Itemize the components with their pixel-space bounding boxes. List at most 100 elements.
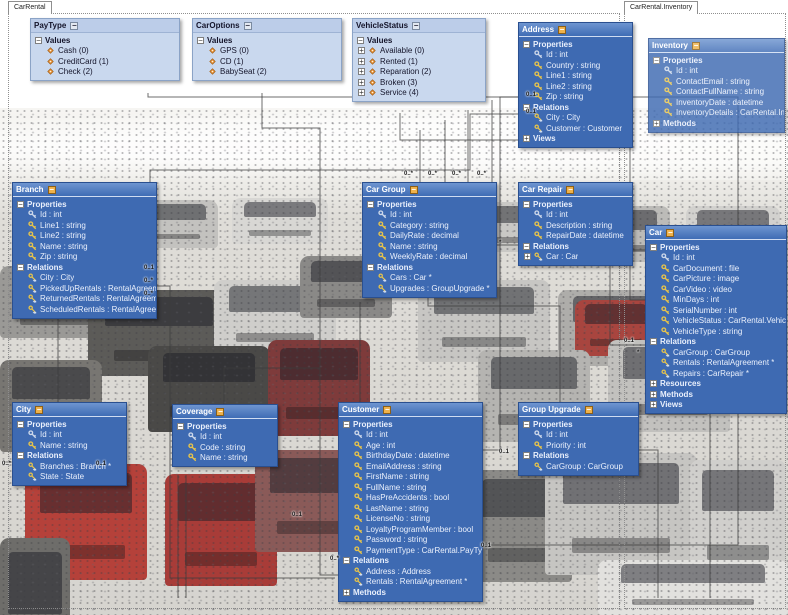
section-properties[interactable]: −Properties: [519, 39, 632, 50]
property-row[interactable]: Code : string: [173, 442, 277, 453]
collapse-icon[interactable]: −: [70, 20, 79, 30]
property-row[interactable]: Name : string: [363, 241, 496, 252]
relation-row[interactable]: Rentals : RentalAgreement *: [646, 358, 786, 369]
relation-row[interactable]: Branches : Branch *: [13, 461, 126, 472]
entity-city-header[interactable]: City−: [13, 403, 126, 417]
collapse-icon[interactable]: −: [17, 262, 24, 272]
expand-icon[interactable]: +: [524, 252, 531, 262]
property-row[interactable]: Password : string: [339, 535, 482, 546]
property-row[interactable]: Id : int: [646, 253, 786, 264]
entity-customer-header[interactable]: Customer−: [339, 403, 482, 417]
section-relations[interactable]: −Relations: [519, 451, 638, 462]
property-row[interactable]: VehicleType : string: [646, 326, 786, 337]
entity-branch-header[interactable]: Branch−: [13, 183, 156, 197]
collapse-icon[interactable]: −: [523, 419, 530, 429]
collapse-icon[interactable]: −: [383, 404, 392, 414]
property-row[interactable]: LoyaltyProgramMember : bool: [339, 524, 482, 535]
expand-icon[interactable]: +: [358, 56, 365, 66]
section-relations[interactable]: −Relations: [363, 262, 496, 273]
section-properties[interactable]: −Properties: [646, 242, 786, 253]
property-row[interactable]: Line1 : string: [519, 71, 632, 82]
property-row[interactable]: LastName : string: [339, 503, 482, 514]
property-row[interactable]: Id : int: [519, 210, 632, 221]
relation-row[interactable]: PickedUpRentals : RentalAgreement *: [13, 283, 156, 294]
expand-icon[interactable]: +: [358, 46, 365, 56]
collapse-icon[interactable]: −: [343, 419, 350, 429]
property-row[interactable]: SerialNumber : int: [646, 305, 786, 316]
property-row[interactable]: Age : int: [339, 440, 482, 451]
collapse-icon[interactable]: −: [523, 451, 530, 461]
collapse-icon[interactable]: −: [409, 184, 418, 194]
relation-row[interactable]: State : State: [13, 472, 126, 483]
expand-icon[interactable]: +: [650, 400, 657, 410]
enum-member-row[interactable]: +Service (4): [353, 88, 485, 99]
property-row[interactable]: VehicleStatus : CarRental.VehicleStatus: [646, 316, 786, 327]
section-methods-collapsed[interactable]: +Methods: [649, 118, 784, 129]
entity-groupupgrade-header[interactable]: Group Upgrade−: [519, 403, 638, 417]
entity-carrepair-header[interactable]: Car Repair−: [519, 183, 632, 197]
expand-icon[interactable]: +: [650, 389, 657, 399]
property-row[interactable]: Country : string: [519, 60, 632, 71]
relation-row[interactable]: ScheduledRentals : RentalAgreement *: [13, 304, 156, 315]
expand-icon[interactable]: +: [358, 88, 365, 98]
section-values[interactable]: −Values: [193, 35, 341, 46]
collapse-icon[interactable]: −: [523, 102, 530, 112]
collapse-icon[interactable]: −: [650, 242, 657, 252]
enum-member-row[interactable]: BabySeat (2): [193, 67, 341, 78]
relation-row[interactable]: Customer : Customer: [519, 123, 632, 134]
property-row[interactable]: CarPicture : image: [646, 274, 786, 285]
collapse-icon[interactable]: −: [523, 199, 530, 209]
enum-member-row[interactable]: Check (2): [31, 67, 179, 78]
collapse-icon[interactable]: −: [584, 404, 593, 414]
section-relations[interactable]: −Relations: [646, 337, 786, 348]
section-relations[interactable]: −Relations: [519, 241, 632, 252]
enum-member-row[interactable]: +Rented (1): [353, 56, 485, 67]
relation-row[interactable]: City : City: [13, 273, 156, 284]
section-properties[interactable]: −Properties: [649, 55, 784, 66]
collapse-icon[interactable]: −: [666, 227, 675, 237]
property-row[interactable]: Id : int: [173, 432, 277, 443]
collapse-icon[interactable]: −: [35, 35, 42, 45]
relation-row[interactable]: ReturnedRentals : RentalAgreement *: [13, 294, 156, 305]
entity-car-header[interactable]: Car−: [646, 226, 786, 240]
property-row[interactable]: Id : int: [519, 430, 638, 441]
entity-inventory-header[interactable]: Inventory−: [649, 39, 784, 53]
collapse-icon[interactable]: −: [17, 199, 24, 209]
collapse-icon[interactable]: −: [35, 404, 44, 414]
property-row[interactable]: WeeklyRate : decimal: [363, 252, 496, 263]
expand-icon[interactable]: +: [358, 77, 365, 87]
section-relations[interactable]: −Relations: [339, 556, 482, 567]
collapse-icon[interactable]: −: [357, 35, 364, 45]
section-methods-collapsed[interactable]: +Methods: [339, 587, 482, 598]
section-relations[interactable]: −Relations: [13, 451, 126, 462]
entity-cargroup-header[interactable]: Car Group−: [363, 183, 496, 197]
expand-icon[interactable]: +: [650, 379, 657, 389]
collapse-icon[interactable]: −: [523, 39, 530, 49]
property-row[interactable]: DailyRate : decimal: [363, 231, 496, 242]
collapse-icon[interactable]: −: [523, 241, 530, 251]
section-properties[interactable]: −Properties: [13, 199, 156, 210]
property-row[interactable]: Name : string: [173, 453, 277, 464]
tab-carrental-inventory[interactable]: CarRental.Inventory: [624, 1, 699, 14]
property-row[interactable]: InventoryDate : datetime: [649, 97, 784, 108]
property-row[interactable]: Category : string: [363, 220, 496, 231]
collapse-icon[interactable]: −: [177, 421, 184, 431]
property-row[interactable]: InventoryDetails : CarRental.InventoryDe…: [649, 108, 784, 119]
enum-member-row[interactable]: CreditCard (1): [31, 56, 179, 67]
collapse-icon[interactable]: −: [17, 419, 24, 429]
section-properties[interactable]: −Properties: [363, 199, 496, 210]
property-row[interactable]: Id : int: [339, 430, 482, 441]
tab-carrental[interactable]: CarRental: [8, 1, 52, 14]
collapse-icon[interactable]: −: [367, 262, 374, 272]
section-relations[interactable]: −Relations: [519, 102, 632, 113]
